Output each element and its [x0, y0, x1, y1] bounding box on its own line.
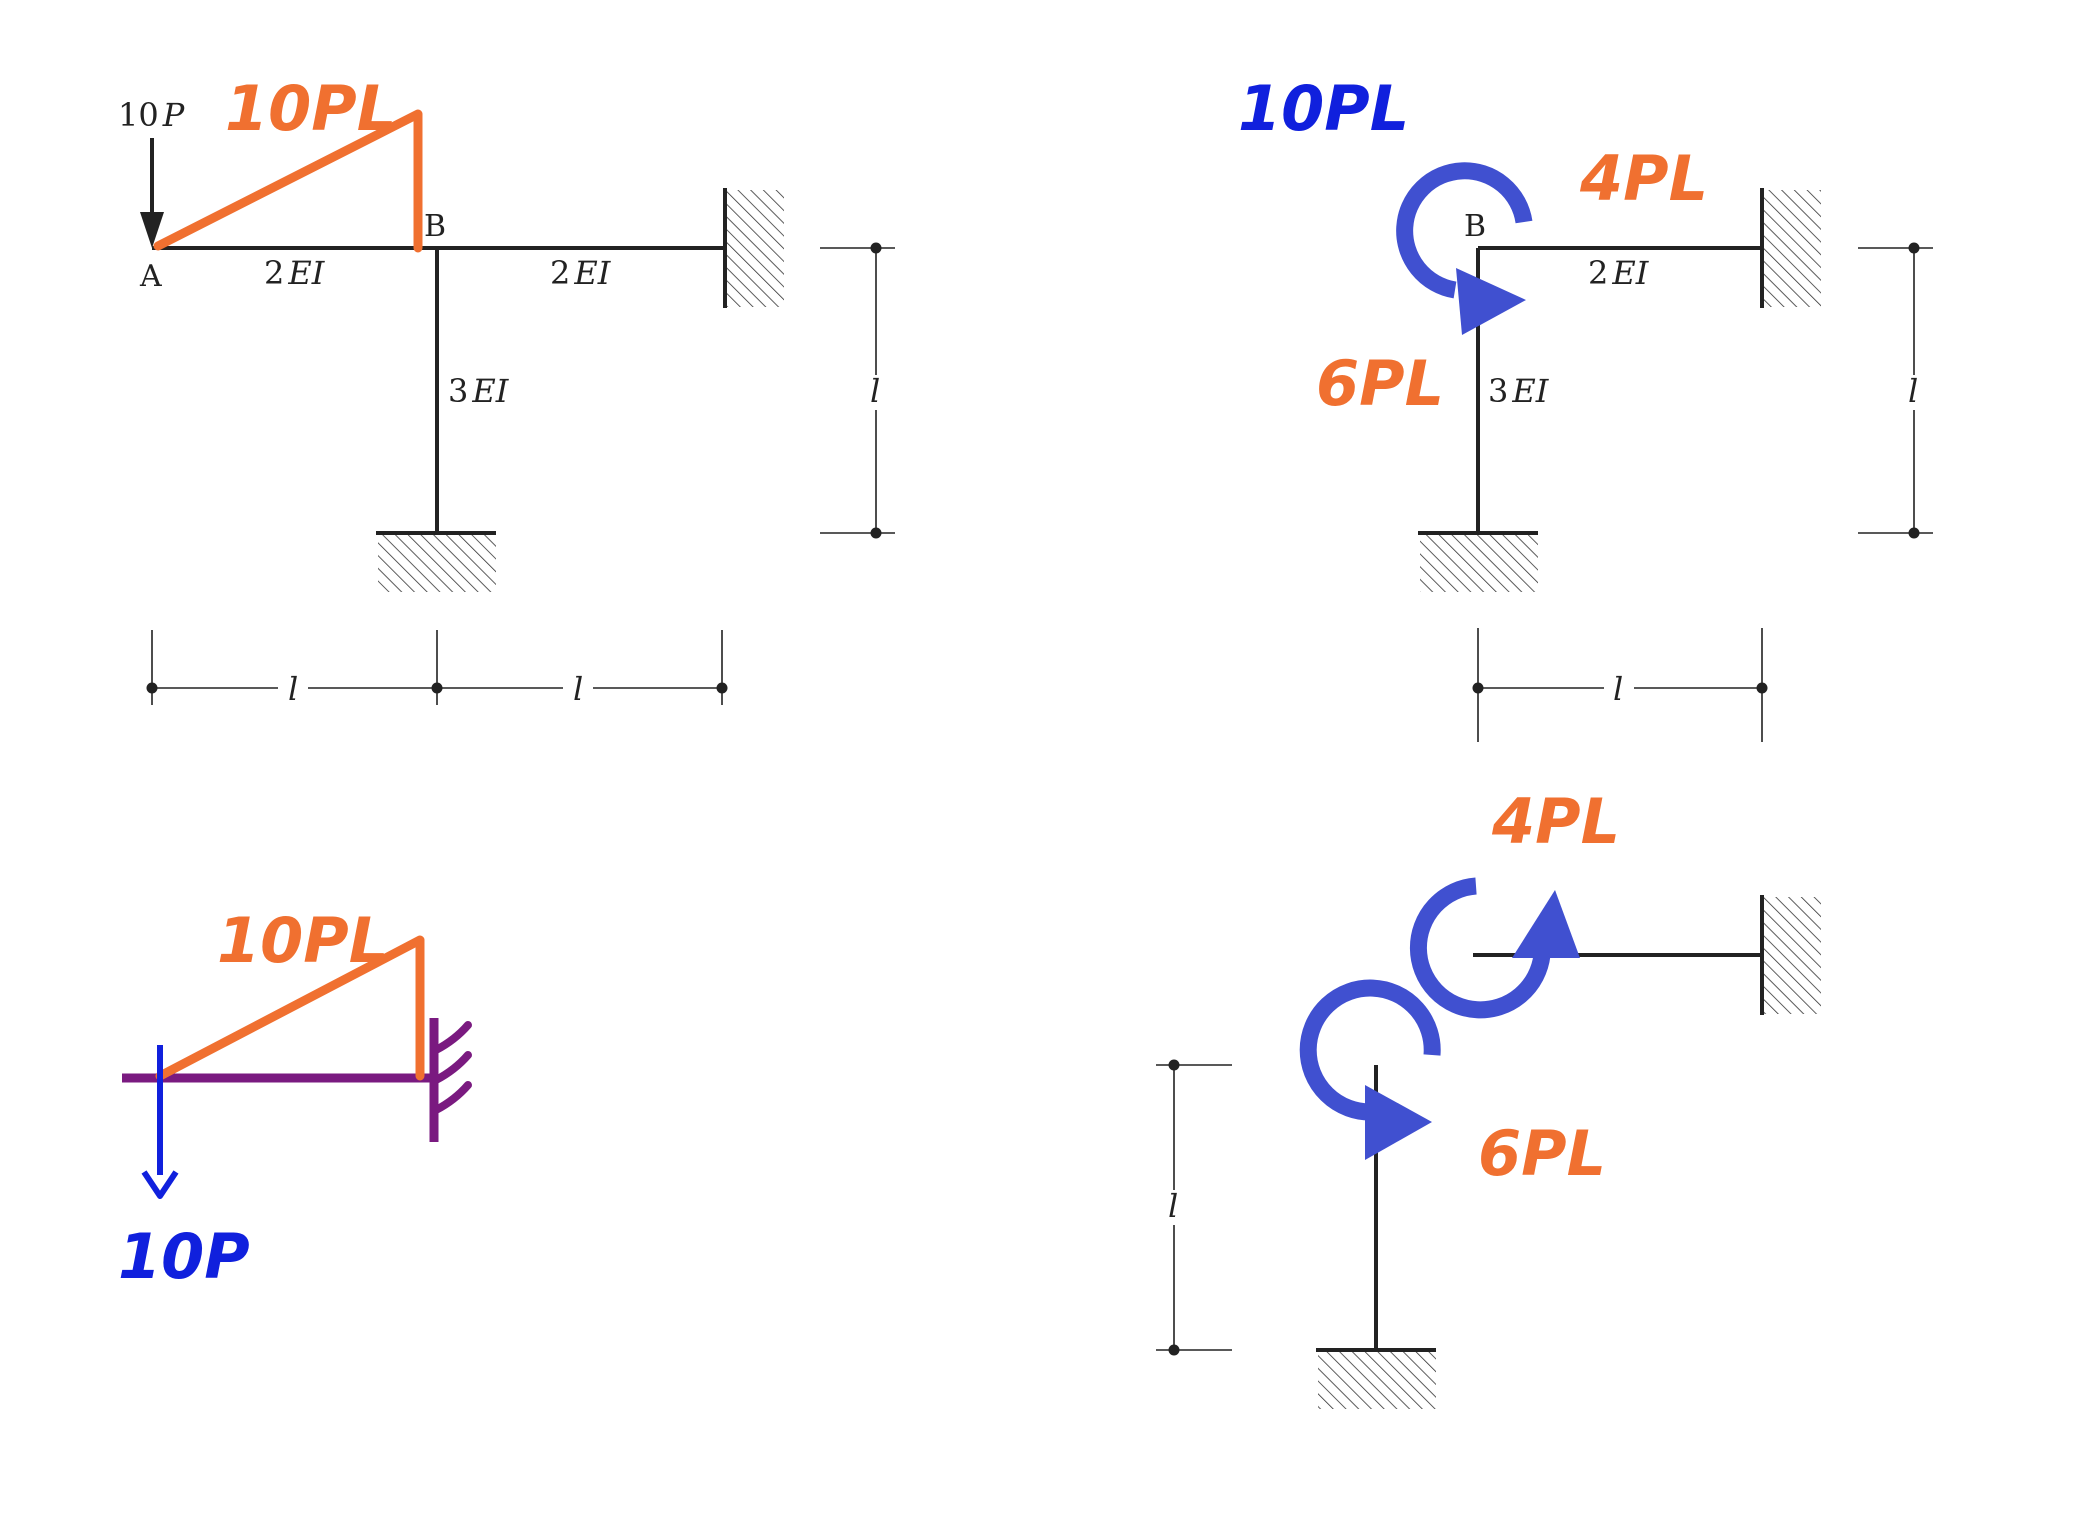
- moment-diagram-cantilever: [155, 935, 425, 1081]
- fixed-support-bottom: [376, 531, 496, 592]
- dim-label-span: l: [1613, 670, 1623, 708]
- node-label-b: B: [1464, 209, 1486, 244]
- dim-label-height: l: [870, 372, 880, 410]
- column-moment-label: 6PL: [1316, 347, 1444, 420]
- dim-label-height: l: [1168, 1187, 1178, 1225]
- load-arrow-10p: [141, 1045, 179, 1199]
- dim-label-height: l: [1908, 372, 1918, 410]
- dimension-height: [1858, 242, 1933, 539]
- panel-4-separated: 4PL 6PL l: [1156, 785, 1821, 1409]
- moment-arrow-joint-b: [1396, 162, 1533, 335]
- fixed-support-right: [1760, 895, 1821, 1015]
- dim-label-span-right: l: [573, 670, 583, 708]
- load-label-10p: 10P: [118, 1220, 250, 1293]
- fixed-support-bottom: [1316, 1348, 1436, 1409]
- beam-moment-label: 4PL: [1491, 785, 1620, 858]
- fixed-support-right: [1760, 188, 1821, 308]
- moment-diagram-cantilever: [153, 109, 423, 253]
- load-arrow-10p: [140, 138, 164, 248]
- moment-arrow-column-end: [1299, 979, 1441, 1160]
- moment-label-10pl: 10PL: [225, 72, 396, 145]
- applied-moment-label: 10PL: [1238, 72, 1409, 145]
- dimension-height: [1156, 1059, 1232, 1356]
- moment-arrow-beam-end: [1409, 877, 1580, 1019]
- node-label-a: A: [139, 259, 162, 294]
- beam-moment-label: 4PL: [1579, 142, 1708, 215]
- moment-label-10pl: 10PL: [217, 904, 388, 977]
- column-moment-label: 6PL: [1478, 1117, 1606, 1190]
- fixed-support-sketch: [429, 1018, 472, 1142]
- panel-3-cantilever: 10PL 10P: [118, 904, 472, 1293]
- node-label-b: B: [424, 209, 446, 244]
- fixed-support-right: [723, 188, 784, 308]
- dimension-span: [1472, 628, 1768, 742]
- dimension-height: [820, 242, 895, 539]
- dimension-spans: [146, 630, 728, 705]
- fixed-support-bottom: [1418, 531, 1538, 592]
- dim-label-span-left: l: [288, 670, 298, 708]
